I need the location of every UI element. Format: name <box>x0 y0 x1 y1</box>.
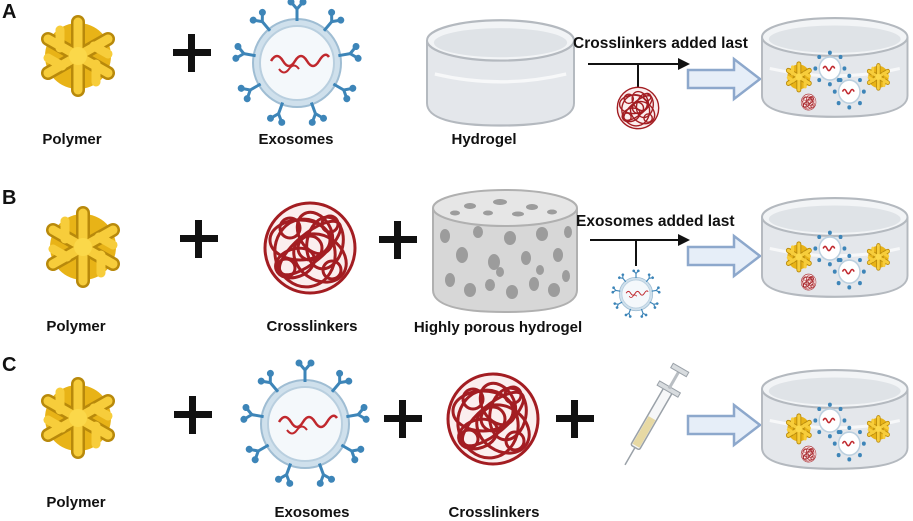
crosslinker-icon <box>616 86 660 130</box>
panel-label-a: A <box>2 1 16 23</box>
label-hydrogel-a: Hydrogel <box>451 131 516 148</box>
polymer-icon <box>45 22 111 90</box>
panel-label-c: C <box>2 354 16 376</box>
hydrogel-container-icon <box>762 198 908 297</box>
syringe-icon <box>613 361 693 472</box>
label-polymer-c: Polymer <box>46 494 105 511</box>
crosslinker-icon <box>446 372 541 466</box>
step-label-b: Exosomes added last <box>576 213 735 230</box>
plus-icon <box>556 400 594 438</box>
panel-label-b: B <box>2 187 16 209</box>
plus-icon <box>174 396 212 434</box>
plus-icon <box>379 221 417 259</box>
block-arrow-icon <box>686 403 762 447</box>
block-arrow-icon <box>686 57 762 101</box>
hydrogel-icon <box>425 18 576 128</box>
exosome-icon <box>232 0 362 127</box>
block-arrow-icon <box>686 234 762 278</box>
label-polymer-a: Polymer <box>42 131 101 148</box>
hydrogel-container-icon <box>762 18 908 117</box>
porous-hydrogel-icon <box>432 189 578 314</box>
exosome-icon <box>611 269 661 318</box>
step-arrow-a <box>588 58 690 88</box>
label-porous-hydrogel-b: Highly porous hydrogel <box>414 319 582 336</box>
panel-c: C Polymer Exosomes Crosslinkers <box>2 354 908 521</box>
polymer-icon <box>50 213 116 281</box>
panel-a: A Polymer Exosomes Hydrogel Crosslinkers… <box>2 0 908 148</box>
label-polymer-b: Polymer <box>46 318 105 335</box>
panel-b: B Polymer Crosslinkers <box>2 187 908 336</box>
crosslinker-icon <box>263 201 358 295</box>
label-crosslinkers-c: Crosslinkers <box>449 504 540 521</box>
plus-icon <box>173 34 211 72</box>
label-crosslinkers-b: Crosslinkers <box>267 318 358 335</box>
hydrogel-container-icon <box>762 370 908 469</box>
plus-icon <box>384 400 422 438</box>
step-label-a: Crosslinkers added last <box>573 35 748 52</box>
exosome-icon <box>240 360 370 488</box>
polymer-icon <box>45 384 111 452</box>
step-arrow-b <box>590 234 690 266</box>
label-exosomes-a: Exosomes <box>258 131 333 148</box>
plus-icon <box>180 220 218 258</box>
label-exosomes-c: Exosomes <box>274 504 349 521</box>
